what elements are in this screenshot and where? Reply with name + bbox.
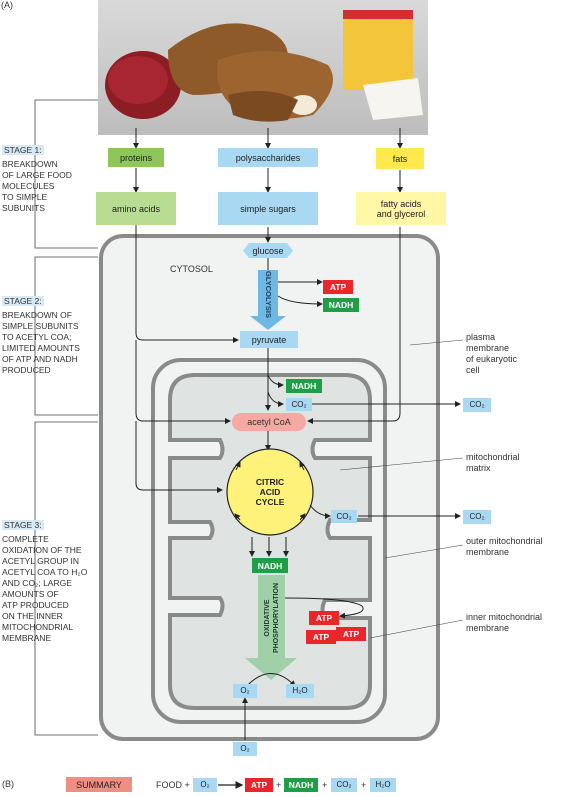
summary-nadh: NADH [284, 778, 318, 792]
atp-oxphos-1: ATP [309, 611, 339, 625]
oxphos-text: OXIDATIVE PHOSPHORYLATION [263, 583, 281, 653]
cytosol-label: CYTOSOL [170, 264, 213, 275]
atp-oxphos-3: ATP [306, 630, 336, 644]
summary-co2: CO₂ [331, 778, 357, 792]
co2-pyruvate: CO₂ [286, 398, 312, 411]
atp-glycolysis: ATP [323, 280, 353, 294]
acetyl-coa-box: acetyl CoA [232, 413, 306, 431]
co2-outside-2: CO₂ [463, 510, 491, 524]
fatty-acids-box: fatty acids and glycerol [356, 192, 446, 225]
plasma-membrane-label: plasma membrane of eukaryotic cell [466, 332, 517, 376]
co2-cycle: CO₂ [331, 510, 357, 523]
summary-badge: SUMMARY [66, 777, 132, 792]
summary-atp: ATP [245, 778, 273, 792]
summary-plus-1: + [276, 780, 281, 791]
glycolysis-label: GLYCOLYSIS [258, 272, 278, 316]
nadh-glycolysis: NADH [323, 298, 359, 312]
summary-h2o: H₂O [370, 778, 396, 792]
inner-membrane-label: inner mitochondrial membrane [466, 612, 542, 634]
summary-food: FOOD + [156, 780, 190, 791]
o2-outside: O₂ [233, 742, 257, 756]
oxphos-label: OXIDATIVE PHOSPHORYLATION [258, 578, 285, 658]
pyruvate-box: pyruvate [240, 331, 298, 348]
outer-membrane-label: outer mitochondrial membrane [466, 536, 543, 558]
proteins-box: proteins [108, 148, 164, 167]
fats-box: fats [376, 148, 424, 169]
summary-plus-2: + [322, 780, 327, 791]
summary-o2: O₂ [193, 778, 217, 792]
atp-oxphos-2: ATP [336, 627, 366, 641]
nadh-pyruvate: NADH [286, 379, 322, 393]
mito-matrix-label: mitochondrial matrix [466, 452, 520, 474]
o2-inner: O₂ [233, 684, 257, 698]
h2o-inner: H₂O [286, 684, 314, 698]
amino-acids-box: amino acids [96, 192, 176, 225]
nadh-cycle: NADH [252, 558, 288, 573]
simple-sugars-box: simple sugars [218, 192, 318, 225]
glycolysis-text: GLYCOLYSIS [264, 271, 273, 318]
polysaccharides-box: polysaccharides [218, 148, 318, 167]
glucose-box: glucose [243, 243, 293, 258]
co2-outside-1: CO₂ [463, 398, 491, 412]
summary-plus-3: + [361, 780, 366, 791]
citric-cycle-label: CITRIC ACID CYCLE [240, 472, 300, 512]
